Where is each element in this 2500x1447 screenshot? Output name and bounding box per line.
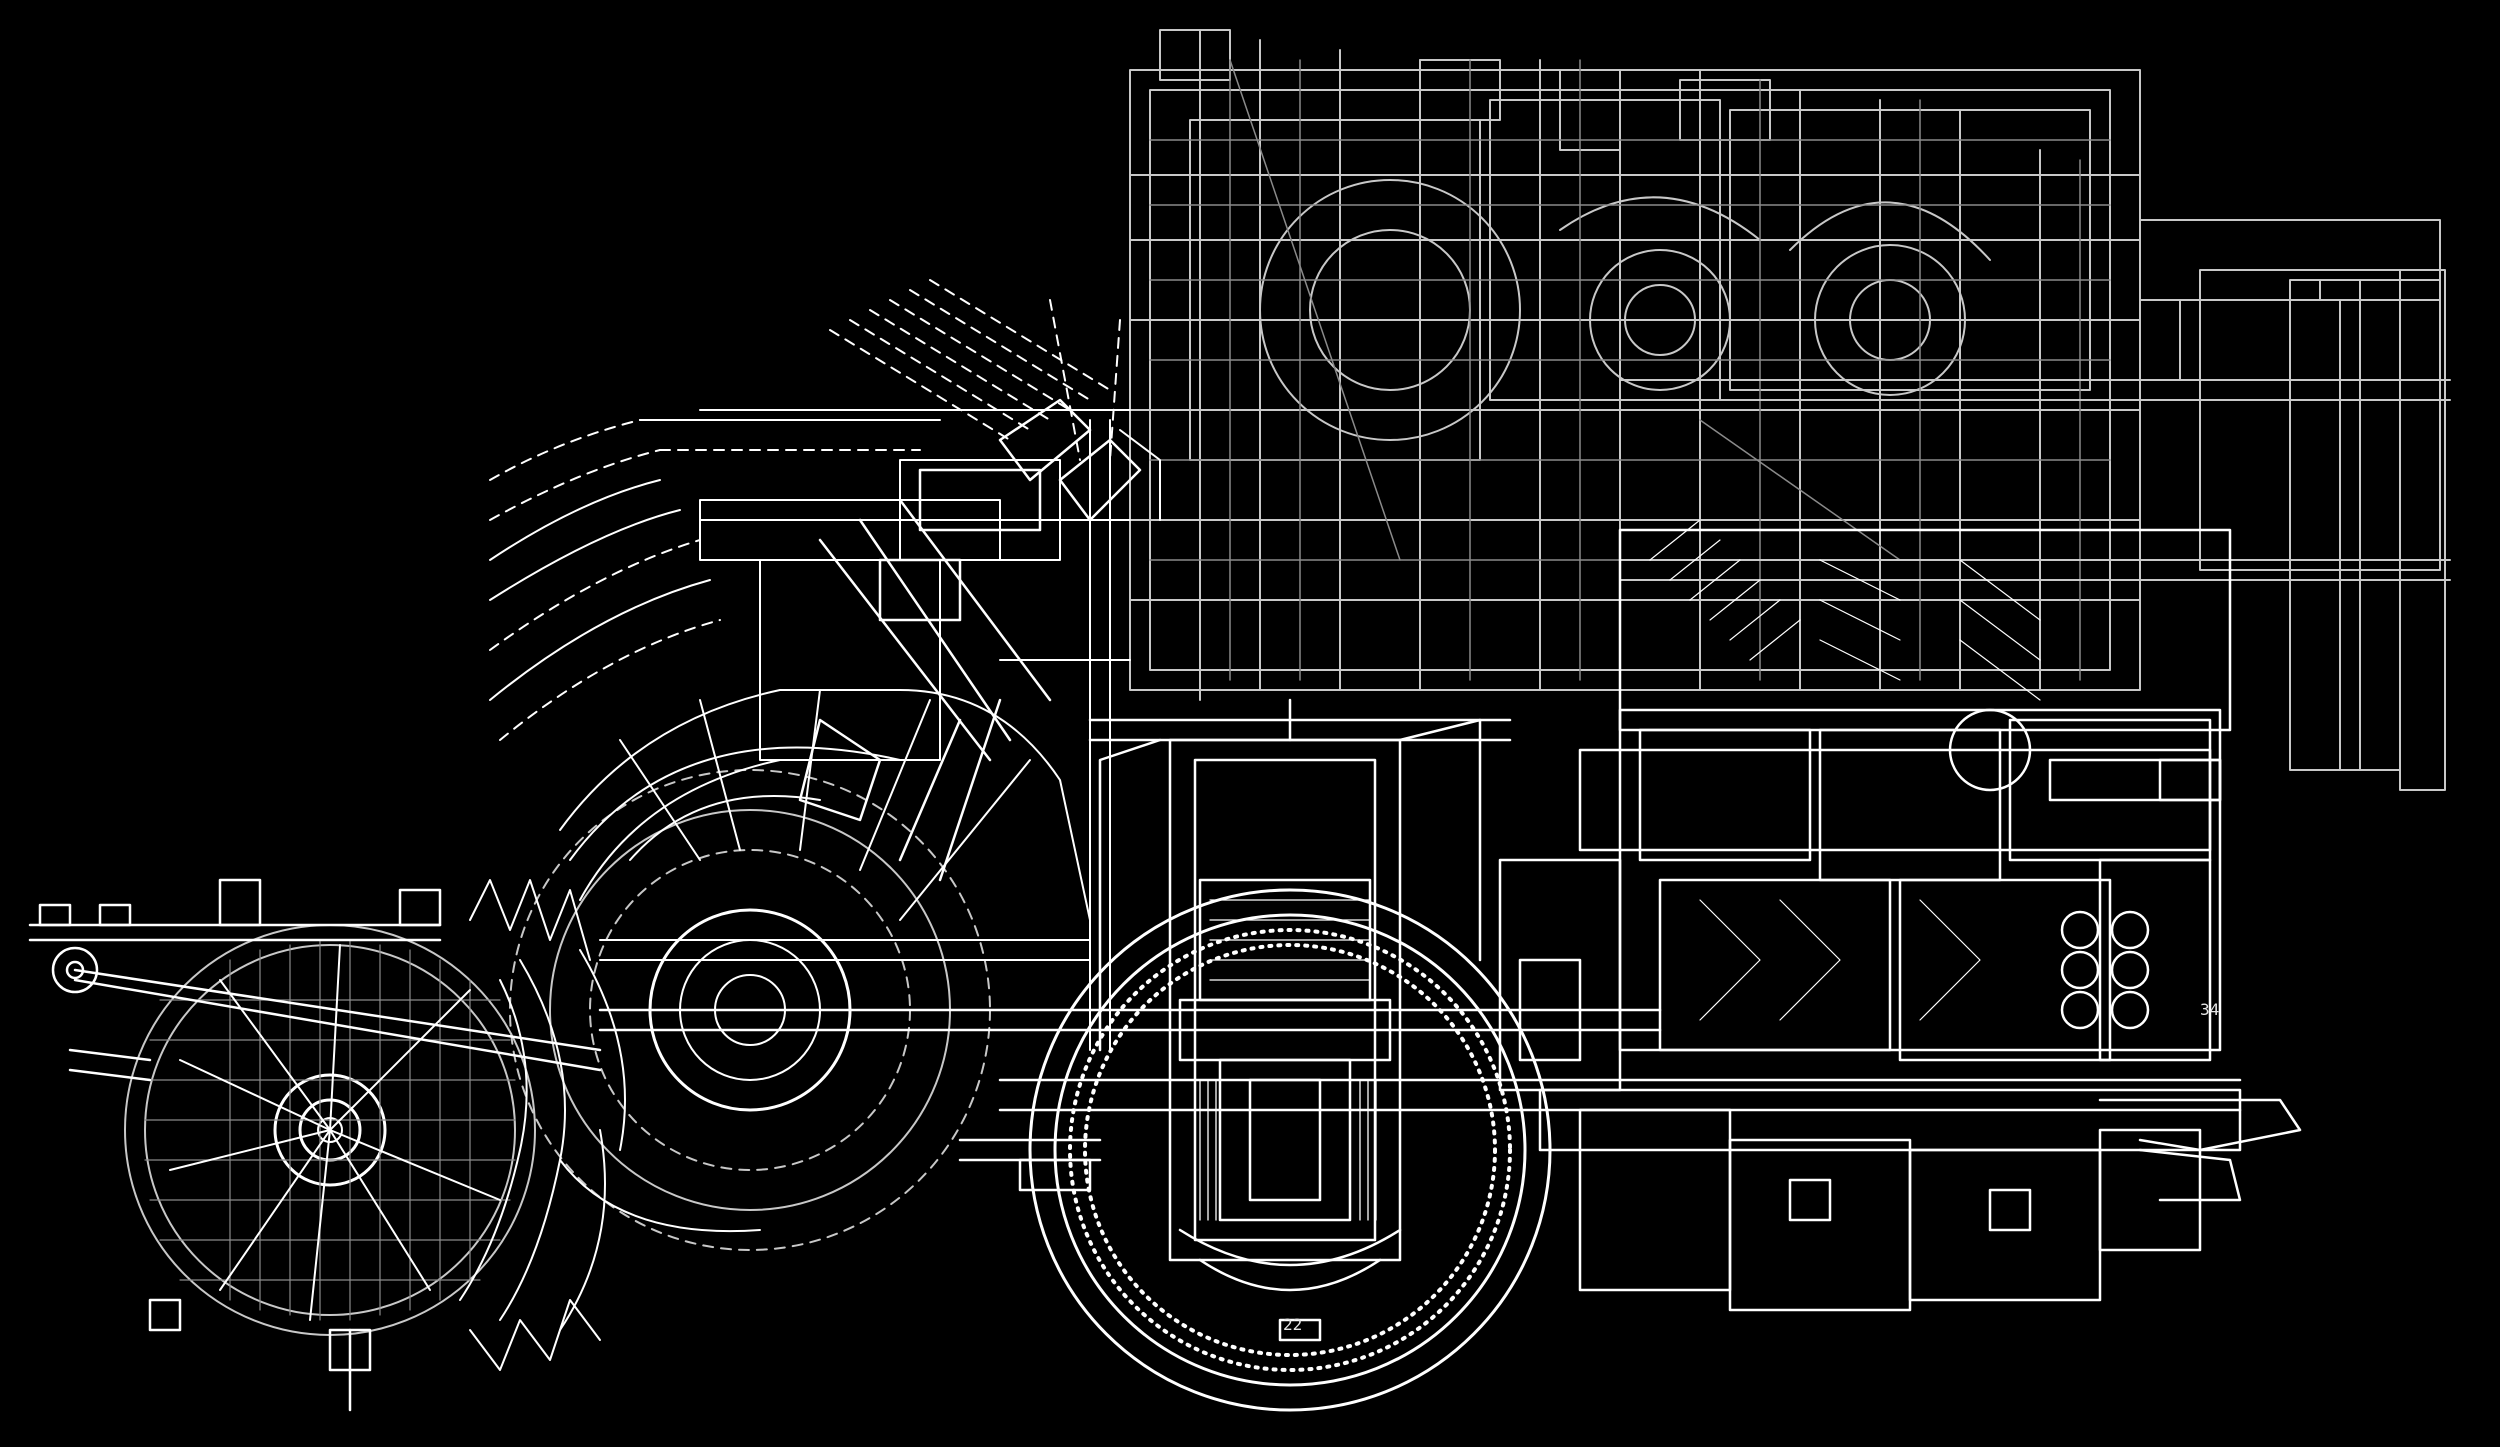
left-center-gear-arcs [559, 746, 901, 1233]
lower-left-spokes [169, 944, 501, 1321]
upper-machine-frame [1129, 29, 2141, 701]
upper-left-curved-guides [489, 419, 1061, 761]
lower-left-saw-teeth [459, 879, 626, 1371]
sketch-marks: 34 22 [1283, 1000, 2219, 1334]
right-shaft-assembly [1619, 219, 2451, 791]
left-spoked-housing [559, 689, 1091, 961]
lower-left-frame [28, 878, 602, 1412]
upper-wheels [1259, 179, 1991, 441]
central-rotor-column [1168, 698, 1402, 1342]
upper-left-dashed-rails [829, 279, 1121, 461]
central-rotor-windings [1199, 899, 1377, 1221]
sketch-mark-22: 22 [1283, 1315, 1302, 1334]
horizontal-tie-bars [598, 1008, 1662, 1192]
upper-left-frame-lines [699, 409, 1161, 1051]
upper-frame-details [1149, 59, 2111, 681]
central-rotor [1028, 888, 1552, 1412]
central-gearbox-hatching [1649, 519, 2041, 1021]
lower-left-grid-hatch [144, 939, 516, 1321]
central-gearbox-block [1578, 528, 2232, 1062]
sketch-mark-34: 34 [2200, 1000, 2219, 1019]
